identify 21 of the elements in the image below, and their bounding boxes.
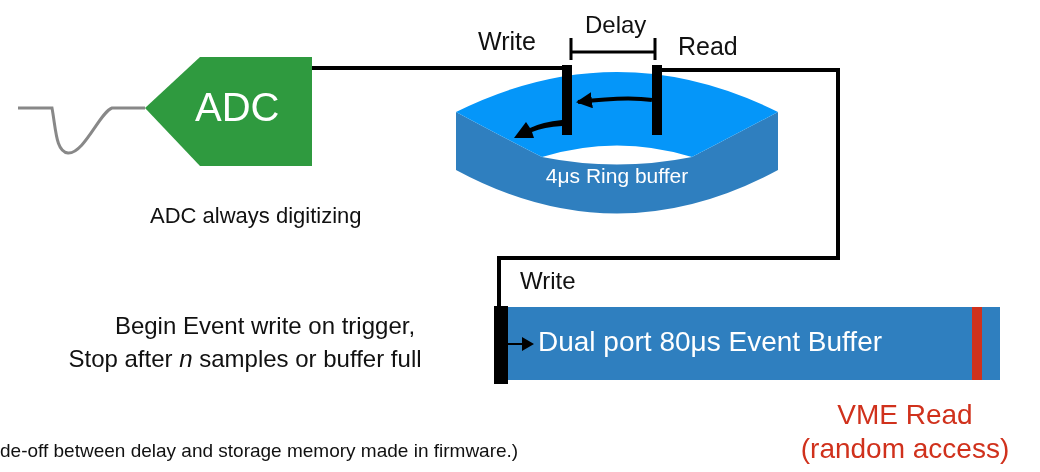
write-pointer-bar <box>494 306 508 384</box>
adc-block <box>145 57 312 166</box>
read-port-bar <box>972 307 982 380</box>
node-label: ADC <box>195 85 280 129</box>
node-label: VME Read (random access) <box>800 398 1010 466</box>
note: Stop after n samples or buffer full <box>67 346 423 373</box>
write-pointer-bar <box>562 65 572 135</box>
note: Begin Event write on trigger, <box>113 313 417 340</box>
node-label: Write <box>478 28 536 56</box>
node-label: 4μs Ring buffer <box>544 164 690 188</box>
node-label: Read <box>678 33 738 61</box>
read-pointer-bar <box>652 65 662 135</box>
node-label: ADC always digitizing <box>150 204 362 229</box>
dimension-label: Delay <box>585 12 647 39</box>
note: de-off between delay and storage memory made in firmware.) <box>0 441 519 462</box>
node-label: Dual port 80μs Event Buffer <box>538 327 883 358</box>
node-label: Write <box>520 268 576 295</box>
connector-line <box>497 68 840 306</box>
connector-line <box>576 92 653 109</box>
connector-line <box>312 66 562 70</box>
event-buffer <box>508 307 1000 380</box>
